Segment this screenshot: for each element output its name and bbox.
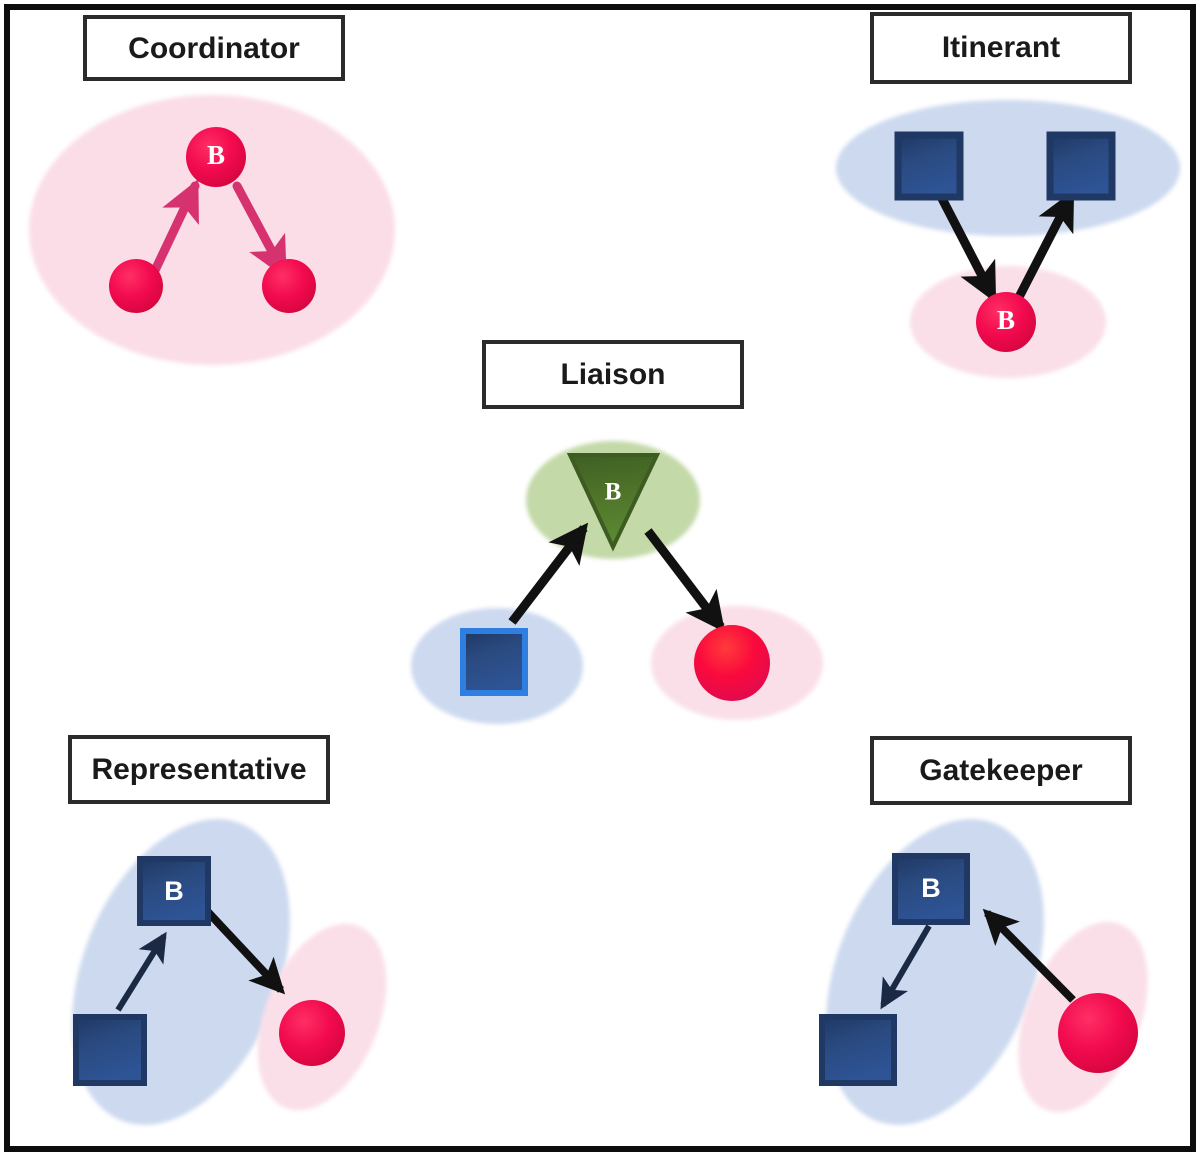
gatekeeper-arrow-out xyxy=(880,924,932,1010)
representative-target-node[interactable] xyxy=(279,1000,345,1066)
coordinator-target-node[interactable] xyxy=(262,259,316,313)
liaison-source-node[interactable] xyxy=(460,628,528,696)
itinerant-blue-group-ellipse xyxy=(836,100,1180,236)
representative-label-rect xyxy=(68,735,330,804)
representative-label-text: Representative xyxy=(91,753,306,786)
coordinator-arrow-out xyxy=(232,181,288,279)
gatekeeper-broker-node[interactable] xyxy=(892,853,970,925)
itinerant-broker-label: B xyxy=(997,305,1015,335)
representative-arrow-in xyxy=(115,931,167,1012)
liaison-broker-node[interactable] xyxy=(566,453,661,552)
liaison-label-text: Liaison xyxy=(560,358,665,391)
gatekeeper-broker-label: B xyxy=(921,873,941,903)
coordinator-label-rect xyxy=(83,15,345,81)
liaison-broker-label: B xyxy=(605,479,622,506)
panel-representative: B Representative xyxy=(68,735,387,1125)
coordinator-label-box: Coordinator xyxy=(83,15,345,81)
itinerant-target-node[interactable] xyxy=(1046,131,1116,201)
panel-coordinator: B Coordinator xyxy=(29,15,395,365)
itinerant-label-rect xyxy=(870,12,1132,84)
liaison-arrow-out xyxy=(644,528,726,633)
gatekeeper-target-node[interactable] xyxy=(819,1014,897,1086)
itinerant-label-text: Itinerant xyxy=(942,31,1060,64)
gatekeeper-label-text: Gatekeeper xyxy=(919,754,1083,787)
gatekeeper-source-node[interactable] xyxy=(1058,993,1138,1073)
coordinator-broker-node[interactable] xyxy=(186,127,246,187)
representative-source-node[interactable] xyxy=(73,1014,147,1086)
panel-itinerant: B Itinerant xyxy=(836,12,1180,378)
coordinator-label-text: Coordinator xyxy=(128,32,300,65)
liaison-arrow-in xyxy=(508,522,589,625)
panel-gatekeeper: B Gatekeeper xyxy=(819,736,1148,1125)
liaison-target-node[interactable] xyxy=(694,625,770,701)
gatekeeper-label-rect xyxy=(870,736,1132,805)
representative-label-box: Representative xyxy=(68,735,330,804)
coordinator-broker-label: B xyxy=(207,140,225,170)
coordinator-arrow-in xyxy=(144,178,200,288)
gatekeeper-arrow-in xyxy=(982,908,1076,1003)
representative-broker-label: B xyxy=(164,876,184,906)
liaison-label-box: Liaison xyxy=(482,340,744,409)
itinerant-arrow-out xyxy=(1011,189,1076,306)
liaison-label-rect xyxy=(482,340,744,409)
representative-broker-node[interactable] xyxy=(137,856,211,926)
representative-arrow-out xyxy=(204,908,286,995)
itinerant-broker-node[interactable] xyxy=(976,292,1036,352)
coordinator-source-node[interactable] xyxy=(109,259,163,313)
gatekeeper-label-box: Gatekeeper xyxy=(870,736,1132,805)
figure-border xyxy=(4,4,1196,1152)
itinerant-label-box: Itinerant xyxy=(870,12,1132,84)
itinerant-source-node[interactable] xyxy=(894,131,964,201)
panel-liaison: B Liaison xyxy=(411,340,823,724)
itinerant-arrow-in xyxy=(931,182,997,303)
